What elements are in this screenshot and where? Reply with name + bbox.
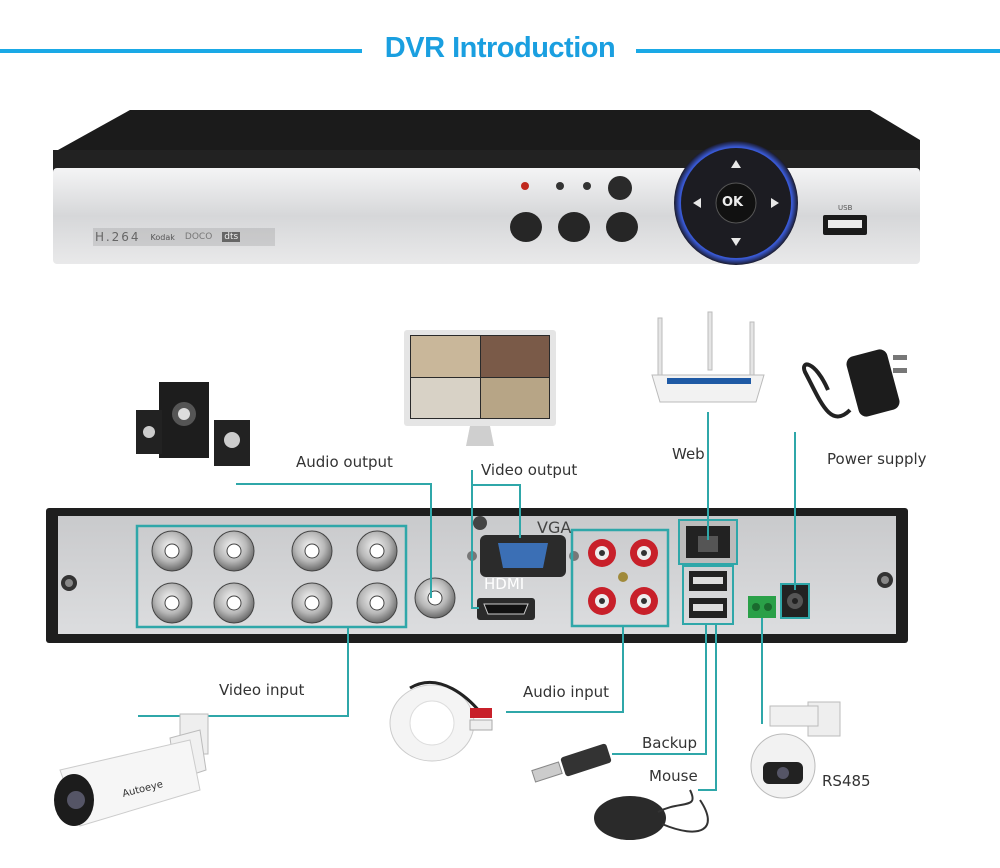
monitor-illustration <box>404 330 556 446</box>
kodak-mark: Kodak <box>150 232 175 242</box>
vga-label: VGA <box>537 518 572 537</box>
usb-drive-illustration <box>531 743 612 783</box>
h264-mark: H.264 <box>95 230 141 244</box>
title-rule-right <box>636 49 1000 53</box>
video-input-connectors <box>135 524 408 629</box>
mouse-label: Mouse <box>649 767 698 785</box>
router-illustration <box>651 311 765 403</box>
doco-mark: DOCO <box>184 232 213 242</box>
front-brand-marks: H.264 Kodak DOCO dts <box>95 230 241 244</box>
video-input-label: Video input <box>219 681 305 699</box>
power-adapter-illustration <box>802 349 907 419</box>
audio-output-connector <box>414 577 456 619</box>
audio-input-label: Audio input <box>523 683 609 701</box>
speaker-set-illustration <box>136 382 250 466</box>
ok-button-label: OK <box>722 195 744 210</box>
bullet-camera-illustration <box>54 713 209 827</box>
page-title: DVR Introduction <box>384 32 616 64</box>
hdmi-port <box>477 598 535 620</box>
dvr-front-panel <box>53 110 920 265</box>
rs485-label: RS485 <box>822 772 871 790</box>
backup-label: Backup <box>642 734 697 752</box>
hdmi-label: HDMI <box>484 575 525 593</box>
ptz-camera-illustration <box>750 701 841 799</box>
usb-front-label: USB <box>838 204 853 212</box>
front-button-3 <box>606 212 638 242</box>
mouse-illustration <box>594 789 709 840</box>
vga-port <box>467 535 579 577</box>
microphone-illustration <box>389 680 493 762</box>
dts-mark: dts <box>222 232 241 242</box>
front-button-2 <box>558 212 590 242</box>
front-button-1 <box>510 212 542 242</box>
audio-output-label: Audio output <box>296 453 393 471</box>
power-supply-label: Power supply <box>827 450 927 468</box>
web-label: Web <box>672 445 705 463</box>
usb-ports <box>682 565 734 625</box>
audio-input-connectors <box>570 528 670 628</box>
rs485-terminal <box>748 596 776 618</box>
video-output-label: Video output <box>481 461 578 479</box>
title-rule-left <box>0 49 362 53</box>
